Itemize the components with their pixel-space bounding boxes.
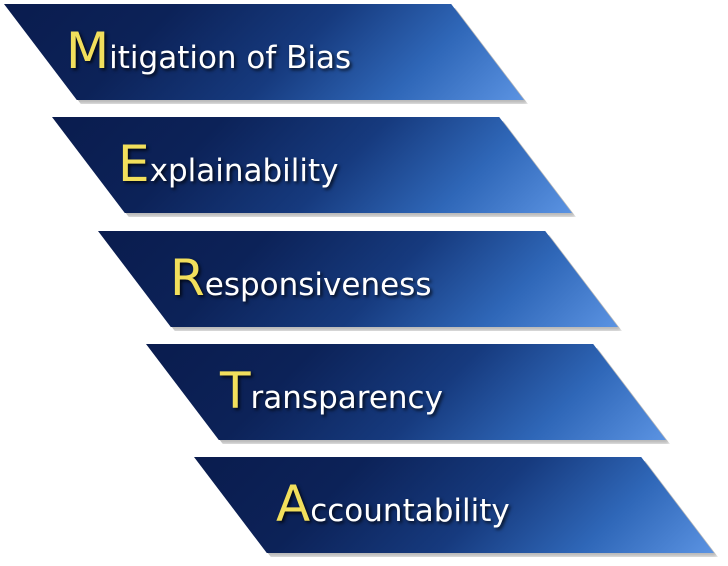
band-label: Accountability	[276, 475, 510, 533]
band-label-rest: esponsiveness	[204, 267, 432, 303]
band-label-rest: ccountability	[310, 493, 510, 529]
band-label: Mitigation of Bias	[66, 22, 351, 80]
band-label-rest: xplainability	[149, 153, 339, 189]
band-explainability: Explainability	[52, 117, 572, 213]
band-mitigation-of-bias: Mitigation of Bias	[4, 4, 524, 100]
band-initial-letter: M	[66, 22, 110, 80]
band-accountability: Accountability	[194, 457, 714, 553]
band-label-rest: ransparency	[250, 380, 443, 416]
band-initial-letter: A	[276, 475, 311, 533]
band-label-rest: itigation of Bias	[109, 40, 352, 76]
band-transparency: Transparency	[146, 344, 666, 440]
band-label: Explainability	[118, 135, 339, 193]
band-responsiveness: Responsiveness	[98, 231, 618, 327]
band-label: Responsiveness	[170, 249, 431, 307]
band-initial-letter: T	[220, 362, 251, 420]
band-initial-letter: R	[170, 249, 205, 307]
band-label: Transparency	[220, 362, 443, 420]
band-initial-letter: E	[118, 135, 150, 193]
